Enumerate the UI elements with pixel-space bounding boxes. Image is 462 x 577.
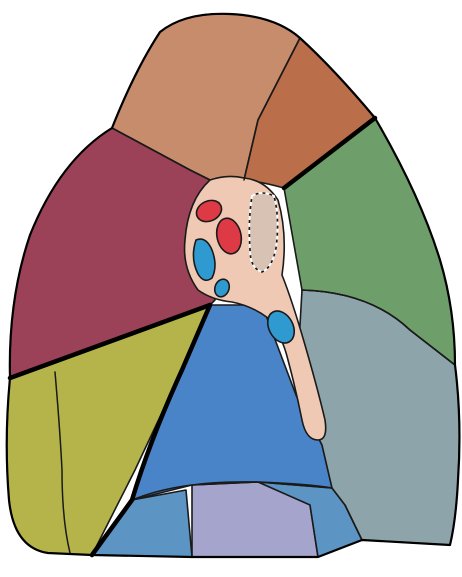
lung-segments-diagram — [0, 0, 462, 577]
lung-diagram-stage — [0, 0, 462, 577]
